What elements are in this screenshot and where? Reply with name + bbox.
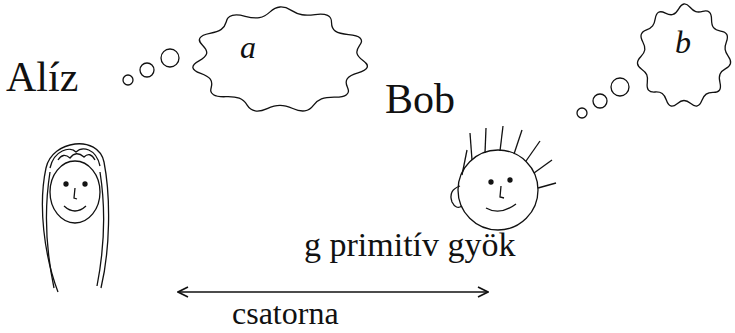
eye — [83, 182, 87, 186]
bob-face — [451, 126, 556, 230]
person-name: Alíz — [6, 56, 78, 98]
thought-dot — [123, 75, 133, 85]
nose — [500, 186, 504, 198]
face-outline — [458, 150, 538, 230]
thought-dot — [577, 108, 587, 118]
cloud-text-holder: a — [240, 31, 256, 63]
hair-outline — [42, 144, 108, 292]
thought-cloud: a — [190, 5, 370, 115]
cloud-shape — [637, 4, 730, 106]
hair-spike — [526, 141, 540, 161]
thought-dot — [161, 49, 179, 67]
ear — [451, 186, 462, 207]
generator-label: g primitív gyök — [304, 228, 516, 262]
cloud-shape — [193, 7, 368, 111]
hair-spike — [470, 133, 472, 160]
channel-label: csatorna — [232, 295, 339, 331]
cloud-outline — [190, 5, 370, 115]
hair-spike — [485, 128, 486, 153]
eye — [508, 178, 512, 182]
thought-cloud: b — [635, 2, 733, 110]
person-name: Bob — [385, 78, 455, 120]
hair-spike — [538, 183, 556, 188]
secret-exponent: a — [240, 31, 256, 63]
hair-spike — [534, 160, 552, 173]
eye — [64, 182, 68, 186]
secret-exponent: b — [675, 26, 691, 58]
thought-dot — [593, 94, 607, 108]
person-name: Bob — [385, 76, 455, 122]
hair-curls — [58, 154, 95, 160]
hair-spike — [462, 150, 467, 175]
smile — [64, 206, 86, 211]
thought-dot — [611, 78, 629, 96]
nose — [74, 188, 77, 199]
channel-arrow — [178, 291, 488, 293]
hair-spike — [500, 126, 503, 151]
hair-bangs — [50, 149, 100, 168]
smile — [486, 204, 516, 211]
hair-spike — [514, 130, 522, 154]
channel-label: csatorna — [232, 297, 339, 329]
person-name: Alíz — [6, 54, 78, 100]
face-outline — [50, 161, 100, 223]
generator-label: g primitív gyök — [304, 226, 516, 263]
alice-face — [42, 144, 108, 292]
eye — [489, 180, 493, 184]
thought-dots — [123, 49, 179, 85]
thought-dots — [577, 78, 629, 118]
cloud-text-holder: b — [675, 26, 691, 58]
thought-dot — [140, 63, 154, 77]
